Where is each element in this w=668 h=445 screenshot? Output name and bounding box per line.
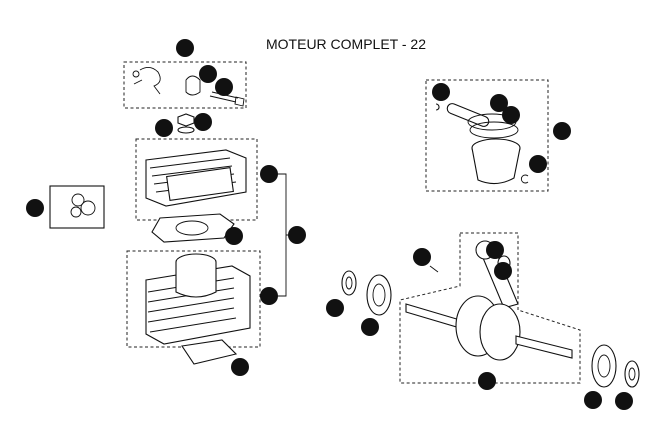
callout-marker[interactable]: [260, 165, 278, 183]
piston-pin: [446, 103, 490, 127]
cylinder-head-box: [135, 138, 258, 221]
oil-seal: [341, 270, 357, 296]
decal-circle: [71, 193, 85, 207]
callout-marker[interactable]: [478, 372, 496, 390]
callout-marker[interactable]: [529, 155, 547, 173]
crankshaft-group: [399, 232, 581, 390]
oil-seal-bore: [628, 367, 636, 381]
main-bearing: [591, 344, 617, 388]
head-gasket-group: [151, 213, 243, 245]
decompressor-group: [123, 39, 247, 109]
decompressor-box: [123, 61, 247, 109]
decompressor-lever: [133, 67, 161, 95]
main-bearing: [366, 274, 392, 316]
callout-marker[interactable]: [225, 227, 243, 245]
callout-marker[interactable]: [502, 106, 520, 124]
callout-marker[interactable]: [176, 39, 194, 57]
callout-marker[interactable]: [326, 299, 344, 317]
oil-seal-bore: [345, 276, 353, 290]
cylinder-group: [126, 250, 261, 376]
circlip: [520, 174, 529, 184]
oil-seal: [624, 360, 640, 388]
right-bearing-group: [584, 344, 640, 410]
decal-group: [26, 185, 105, 229]
callout-marker[interactable]: [26, 199, 44, 217]
decompressor-spring: [185, 75, 201, 96]
group-bracket: [260, 173, 306, 305]
crankshaft-right-shaft: [515, 335, 573, 359]
callout-marker[interactable]: [231, 358, 249, 376]
callout-marker[interactable]: [494, 262, 512, 280]
cylinder-base-gasket: [181, 339, 238, 365]
head-nut-group: [155, 113, 212, 137]
main-bearing-bore: [597, 354, 611, 378]
piston-group: [425, 79, 571, 192]
callout-marker[interactable]: [194, 113, 212, 131]
piston-box: [425, 79, 549, 192]
callout-marker[interactable]: [413, 248, 431, 266]
crank-web-right: [479, 303, 521, 361]
callout-marker[interactable]: [486, 241, 504, 259]
decompressor-pin: [132, 70, 140, 78]
piston-ring: [469, 121, 519, 139]
callout-marker[interactable]: [288, 226, 306, 244]
head-nut: [177, 113, 195, 127]
cylinder-head-group: [135, 138, 278, 221]
main-bearing-bore: [372, 283, 386, 307]
callout-marker[interactable]: [260, 287, 278, 305]
head-top-block: [166, 167, 234, 201]
woodruff-key: [429, 265, 439, 273]
cylinder-block: [145, 265, 251, 345]
diagram-title: MOTEUR COMPLET - 22: [266, 36, 426, 52]
callout-marker[interactable]: [432, 83, 450, 101]
callout-marker[interactable]: [199, 65, 217, 83]
callout-marker[interactable]: [215, 78, 233, 96]
circlip: [435, 103, 440, 111]
gasket-bore: [175, 220, 209, 236]
decal-circle: [70, 206, 82, 218]
callout-marker[interactable]: [490, 94, 508, 112]
head-fins: [149, 157, 237, 193]
crankshaft-left-shaft: [405, 303, 461, 329]
decal-circle: [80, 200, 96, 216]
callout-marker[interactable]: [155, 119, 173, 137]
head-washer: [177, 126, 195, 134]
crankshaft-box: [399, 232, 581, 384]
callout-marker[interactable]: [361, 318, 379, 336]
head-gasket: [151, 213, 235, 243]
callout-marker[interactable]: [615, 392, 633, 410]
piston-skirt: [175, 262, 217, 298]
callout-marker[interactable]: [584, 391, 602, 409]
piston-body: [471, 147, 521, 185]
callout-marker[interactable]: [553, 122, 571, 140]
left-bearing-group: [326, 270, 392, 336]
cylinder-box: [126, 250, 261, 348]
